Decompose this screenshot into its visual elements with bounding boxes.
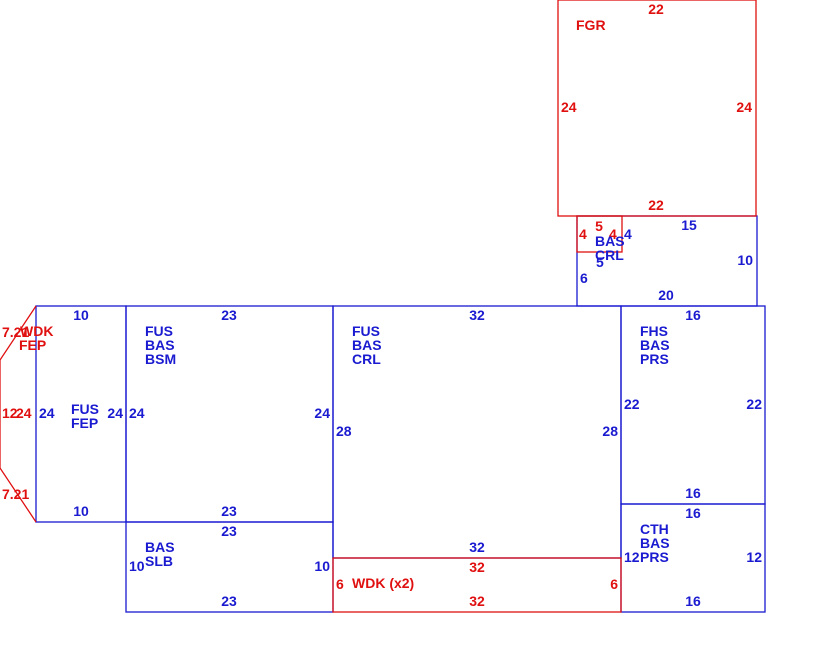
- dimension-label: 12: [746, 549, 762, 565]
- cth-area: CTH BAS PRS 16 16 12 12: [624, 505, 762, 609]
- dimension-label: 24: [39, 405, 55, 421]
- dimension-label: 5: [596, 254, 604, 270]
- dimension-label: 4: [579, 226, 587, 242]
- area-code: FEP: [71, 415, 98, 431]
- dimension-label: 15: [681, 217, 697, 233]
- dimension-label: 16: [685, 593, 701, 609]
- dimension-label: 5: [595, 218, 603, 234]
- dimension-label: 28: [602, 423, 618, 439]
- area-code: BAS: [595, 233, 625, 249]
- fep-area: FUS FEP 10 10 24 24: [39, 307, 123, 519]
- dimension-label: 12: [624, 549, 640, 565]
- dimension-label: 16: [685, 505, 701, 521]
- area-code: BAS: [145, 337, 175, 353]
- wdk-bottom-outline: [332, 557, 622, 613]
- bsm-area: FUS BAS BSM 23 23 24 24: [129, 307, 330, 519]
- area-code: WDK (x2): [352, 575, 414, 591]
- crl-upper-area: BAS CRL 15 20 6 10 5 4: [580, 217, 753, 303]
- dimension-label: 10: [73, 503, 89, 519]
- dimension-label: 32: [469, 593, 485, 609]
- dimension-label: 6: [610, 576, 618, 592]
- fgr-outline: [557, 0, 757, 217]
- dimension-label: 23: [221, 503, 237, 519]
- area-code: FUS: [352, 323, 380, 339]
- area-code: CRL: [352, 351, 381, 367]
- red-outlines: [0, 0, 757, 613]
- dimension-label: 22: [648, 197, 664, 213]
- dimension-label: 24: [16, 405, 32, 421]
- area-code: WDK: [20, 323, 53, 339]
- dimension-label: 23: [221, 593, 237, 609]
- dimension-label: 16: [685, 485, 701, 501]
- area-code: PRS: [640, 549, 669, 565]
- dimension-label: 10: [73, 307, 89, 323]
- area-code: CTH: [640, 521, 669, 537]
- area-code: SLB: [145, 553, 173, 569]
- area-code: FHS: [640, 323, 668, 339]
- dimension-label: 22: [648, 1, 664, 17]
- dimension-label: 32: [469, 559, 485, 575]
- area-code: PRS: [640, 351, 669, 367]
- dimension-label: 24: [561, 99, 577, 115]
- wdk-bottom-area: WDK (x2) 32 32 6 6: [336, 559, 618, 609]
- dimension-label: 24: [314, 405, 330, 421]
- dimension-label: 4: [624, 226, 632, 242]
- area-code: CRL: [595, 247, 624, 263]
- dimension-label: 28: [336, 423, 352, 439]
- prs-upper-area: FHS BAS PRS 16 16 22 22: [624, 307, 762, 501]
- dimension-label: 24: [107, 405, 123, 421]
- dimension-label: 4: [609, 226, 617, 242]
- small-red-area: 5 4 4: [579, 218, 617, 242]
- dimension-label: 12: [2, 405, 18, 421]
- area-code: BAS: [352, 337, 382, 353]
- area-code: FEP: [19, 337, 46, 353]
- wdk-side-area: WDK FEP 7.21 7.21 12 24: [2, 323, 53, 502]
- dimension-label: 7.21: [2, 324, 29, 340]
- dimension-label: 22: [746, 396, 762, 412]
- dimension-label: 10: [129, 558, 145, 574]
- dimension-label: 10: [314, 558, 330, 574]
- area-code: FGR: [576, 17, 606, 33]
- dimension-label: 24: [736, 99, 752, 115]
- small-red-outline: [576, 215, 623, 253]
- dimension-label: 6: [580, 270, 588, 286]
- dimension-label: 7.21: [2, 486, 29, 502]
- dimension-label: 16: [685, 307, 701, 323]
- area-code: FUS: [71, 401, 99, 417]
- area-code: BAS: [640, 535, 670, 551]
- dimension-label: 10: [737, 252, 753, 268]
- wdk-side-outline: [0, 305, 37, 523]
- area-code: BAS: [145, 539, 175, 555]
- area-code: FUS: [145, 323, 173, 339]
- crl-main-area: FUS BAS CRL 32 32 28 28: [336, 307, 618, 555]
- fgr-area: FGR 22 22 24 24: [561, 1, 752, 213]
- dimension-label: 20: [658, 287, 674, 303]
- area-code: BSM: [145, 351, 176, 367]
- dimension-label: 22: [624, 396, 640, 412]
- dimension-label: 6: [336, 576, 344, 592]
- dimension-label: 32: [469, 307, 485, 323]
- slb-area: BAS SLB 23 23 10 10: [129, 523, 330, 609]
- dimension-label: 23: [221, 523, 237, 539]
- dimension-label: 24: [129, 405, 145, 421]
- dimension-label: 32: [469, 539, 485, 555]
- dimension-label: 23: [221, 307, 237, 323]
- area-code: BAS: [640, 337, 670, 353]
